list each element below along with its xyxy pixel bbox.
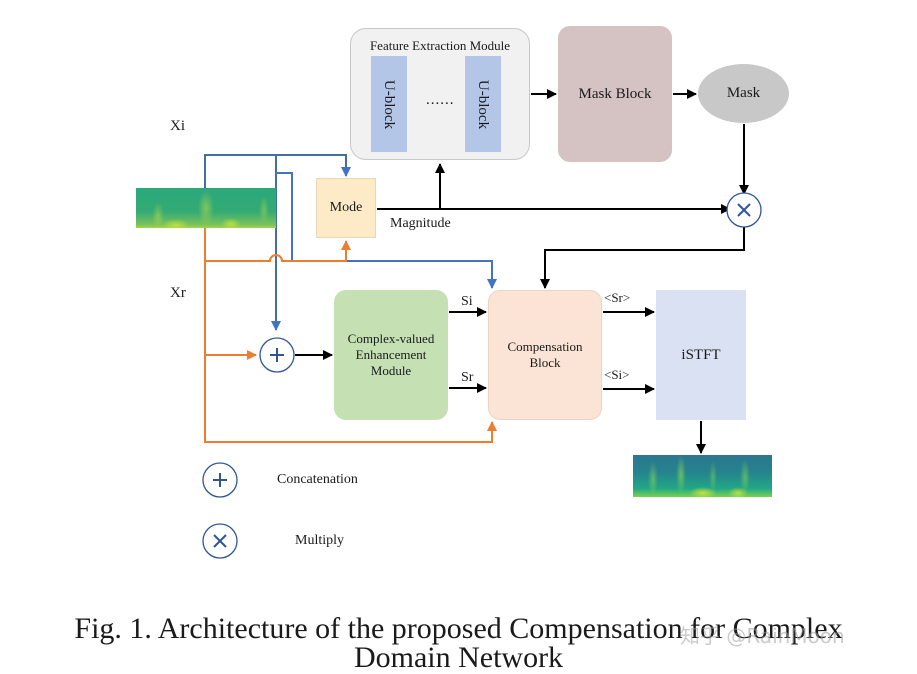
xr-to-compensation-line xyxy=(204,355,497,443)
xr-label: Xr xyxy=(170,285,186,301)
u-block-1: U-block xyxy=(371,56,407,152)
xi-to-compensation-line xyxy=(276,172,497,289)
cem-label-line-3: Module xyxy=(370,363,412,378)
flow-paths xyxy=(295,89,749,454)
xr-to-concat-line xyxy=(204,261,257,360)
sr-label: Sr xyxy=(461,370,474,385)
figure-caption-line-2: Domain Network xyxy=(353,641,564,674)
compensation-label-line-2: Block xyxy=(529,355,561,370)
feature-extraction-title: Feature Extraction Module xyxy=(369,38,511,53)
plus-icon xyxy=(270,348,284,362)
legend-concatenation-icon xyxy=(202,462,238,498)
u-block-2: U-block xyxy=(465,56,501,152)
mask-node: Mask xyxy=(698,64,789,123)
si-hat-label: <Si> xyxy=(604,367,630,382)
magnitude-label: Magnitude xyxy=(390,216,451,231)
xr-to-mode-line xyxy=(204,228,351,262)
mask-block-label: Mask Block xyxy=(578,85,652,102)
multiply-operator xyxy=(726,192,762,228)
real-paths xyxy=(204,228,497,443)
complex-enhancement-module: Complex-valued Enhancement Module xyxy=(334,290,448,420)
istft-label: iSTFT xyxy=(681,346,721,363)
watermark: 知乎 @RainMoon xyxy=(680,624,845,648)
mode-label: Mode xyxy=(329,200,363,215)
u-block-2-label: U-block xyxy=(475,79,492,129)
mask-label: Mask xyxy=(726,85,761,101)
output-spectrogram xyxy=(633,455,772,497)
times-icon xyxy=(737,203,751,217)
cem-label-line-1: Complex-valued xyxy=(347,331,435,346)
sr-hat-label: <Sr> xyxy=(604,290,631,305)
cem-label-line-2: Enhancement xyxy=(355,347,427,362)
u-block-ellipsis: ...... xyxy=(426,92,455,108)
mode-block: Mode xyxy=(316,178,376,238)
concat-operator xyxy=(259,337,295,373)
compensation-block: Compensation Block xyxy=(488,290,602,420)
legend-multiply-label: Multiply xyxy=(295,533,345,548)
legend-concatenation-label: Concatenation xyxy=(277,472,358,487)
multiply-to-compensation-line xyxy=(540,226,745,289)
figure-caption-line-1: Fig. 1. Architecture of the proposed Com… xyxy=(74,612,843,645)
xi-label: Xi xyxy=(170,118,185,134)
mask-block: Mask Block xyxy=(558,26,672,162)
compensation-label-line-1: Compensation xyxy=(507,339,583,354)
input-spectrogram xyxy=(136,188,276,228)
si-label: Si xyxy=(461,294,473,309)
legend-multiply-icon xyxy=(202,523,238,559)
istft-block: iSTFT xyxy=(656,290,746,420)
u-block-1-label: U-block xyxy=(381,79,398,129)
